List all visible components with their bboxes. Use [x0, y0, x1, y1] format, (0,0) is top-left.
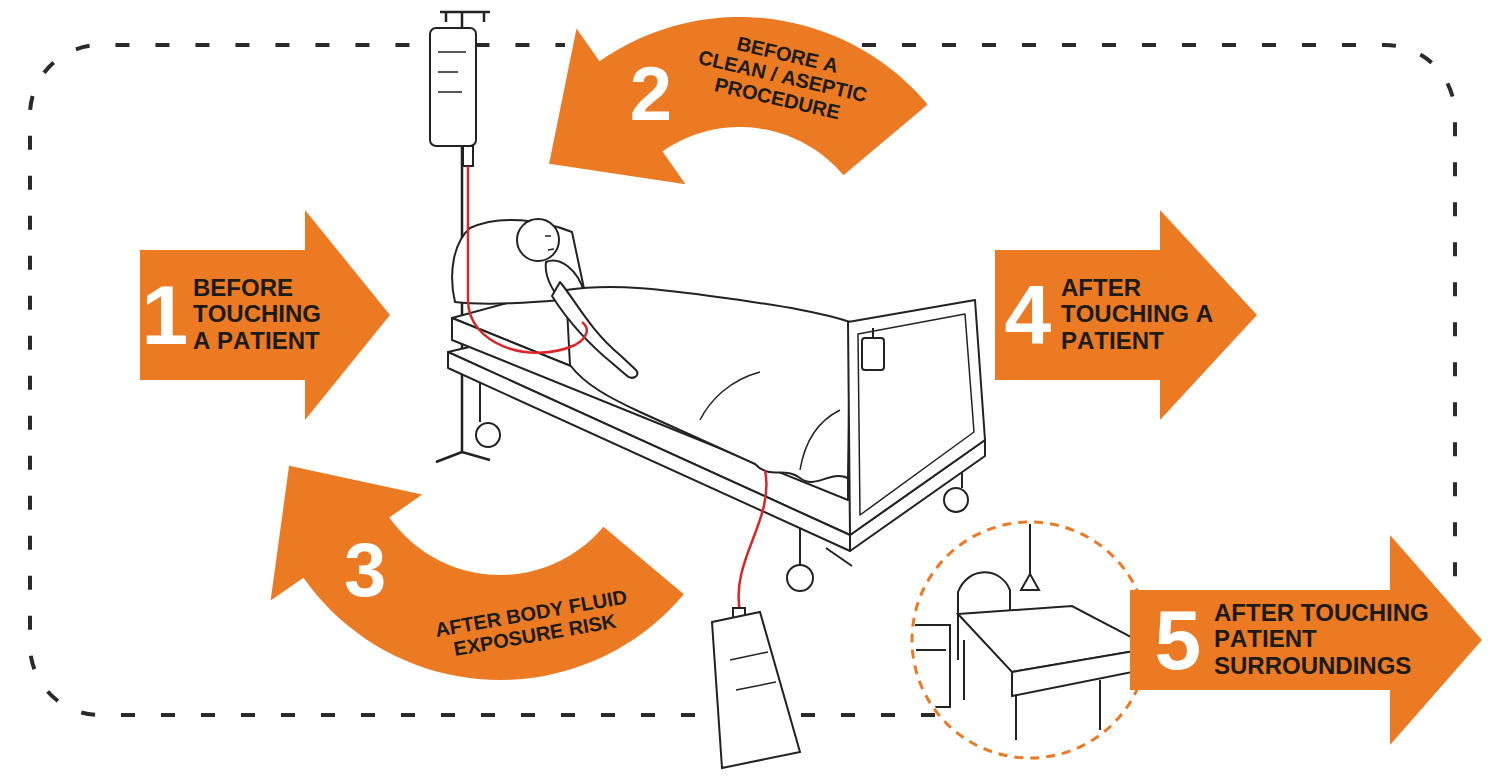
drainage-tube: [739, 470, 767, 612]
moment-number: 4: [1005, 273, 1052, 357]
surroundings-inset: [912, 520, 1152, 758]
sheet-folds: [700, 372, 840, 470]
moment-arrow: 3AFTER BODY FLUID EXPOSURE RISK: [266, 461, 688, 684]
footboard-panel: [858, 314, 974, 515]
moment-number: 5: [1155, 598, 1202, 682]
bed-wheel: [476, 423, 500, 447]
ceiling-lamp: [1029, 520, 1031, 575]
footboard: [848, 300, 985, 535]
arrow-fill: [140, 210, 390, 420]
moment-label: AFTER TOUCHING A PATIENT: [1061, 275, 1224, 356]
bed-wheel: [944, 488, 968, 512]
cabinet-drawer: [916, 649, 946, 651]
iv-bag-marks: [438, 52, 466, 92]
moment-label: BEFORE TOUCHING A PATIENT: [193, 275, 337, 356]
patient-face: [545, 236, 554, 250]
lamp-shade: [1021, 574, 1039, 590]
footboard-bag: [862, 338, 884, 370]
bag-body: [712, 612, 800, 768]
drainage-bag: [712, 608, 800, 768]
arrow-fill: [1130, 535, 1482, 745]
footboard-bag-hook: [872, 328, 874, 338]
bed-wheel: [787, 565, 813, 591]
moment-arrow: 5AFTER TOUCHING PATIENT SURROUNDINGS: [1130, 535, 1482, 745]
moment-label: AFTER TOUCHING PATIENT SURROUNDINGS: [1214, 600, 1435, 681]
iv-tube: [468, 166, 587, 353]
arrow-fill: [549, 17, 928, 184]
moment-arrow: 1BEFORE TOUCHING A PATIENT: [140, 210, 390, 420]
bedside-cabinet: [912, 625, 950, 707]
moment-arrow: 2BEFORE A CLEAN / ASEPTIC PROCEDURE: [545, 13, 932, 189]
patient-arm: [552, 282, 637, 378]
inset-bed-legs: [964, 640, 1100, 740]
iv-bag: [430, 28, 476, 146]
moment-number: 1: [142, 273, 189, 357]
bed: [448, 219, 985, 591]
moment-number: 2: [630, 56, 672, 132]
dashed-boundary: [30, 45, 1455, 715]
bed-sheet: [566, 287, 850, 482]
patient-head: [517, 219, 559, 261]
moment-arrow: 4AFTER TOUCHING A PATIENT: [995, 210, 1257, 420]
drip-chamber: [463, 146, 473, 166]
arrow-fill: [271, 466, 684, 680]
moment-number: 3: [344, 532, 386, 608]
arrow-fill: [995, 210, 1257, 420]
boundary-line: [30, 45, 935, 715]
bag-marks: [730, 652, 776, 690]
